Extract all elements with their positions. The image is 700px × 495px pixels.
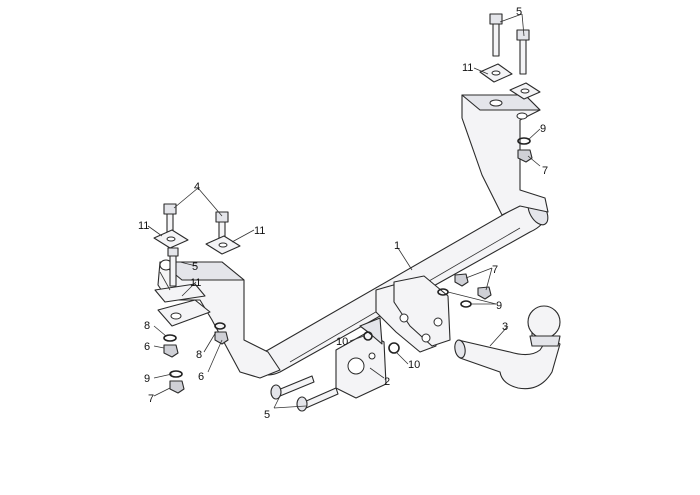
callout-11-top: 11 (462, 62, 473, 74)
callout-11-left-lower: 11 (190, 277, 201, 289)
center-mount (375, 275, 451, 353)
callout-1: 1 (394, 240, 400, 252)
callout-11-left-upper: 11 (138, 220, 149, 232)
right-square-plates (479, 63, 541, 100)
callout-10-right: 10 (408, 359, 420, 371)
callout-7-mid: 7 (492, 264, 498, 276)
callout-9-left: 9 (144, 373, 150, 385)
leader-lines (147, 13, 541, 409)
bottom-bolts (270, 375, 339, 412)
callout-6-inner: 6 (198, 371, 204, 383)
right-bracket (461, 94, 549, 216)
callout-5-top: 5 (516, 6, 522, 18)
callout-5-left: 5 (192, 261, 198, 273)
callout-5-bottom: 5 (264, 409, 270, 421)
callout-8-inner: 8 (196, 349, 202, 361)
callout-2: 2 (384, 376, 390, 388)
callout-7-right: 7 (542, 165, 548, 177)
callout-11-left-right: 11 (254, 225, 265, 237)
left-washers-nuts (163, 322, 229, 394)
callout-9-right: 9 (540, 123, 546, 135)
callout-3: 3 (502, 321, 508, 333)
left-inner-bolt (167, 247, 179, 287)
callout-8-left: 8 (144, 320, 150, 332)
callout-6-left: 6 (144, 341, 150, 353)
left-square-plates (153, 229, 241, 255)
callout-labels: 1 2 3 4 5 5 5 6 6 7 7 7 8 8 9 9 9 10 10 … (138, 6, 548, 421)
left-bracket (154, 259, 281, 379)
right-top-bolts (489, 13, 530, 75)
socket-plate (335, 317, 387, 399)
tow-ball (454, 305, 561, 390)
callout-10-left: 10 (336, 336, 348, 348)
callout-4: 4 (194, 181, 200, 193)
right-washer-nut (517, 137, 533, 163)
callout-7-left: 7 (148, 393, 154, 405)
callout-9-mid: 9 (496, 300, 502, 312)
